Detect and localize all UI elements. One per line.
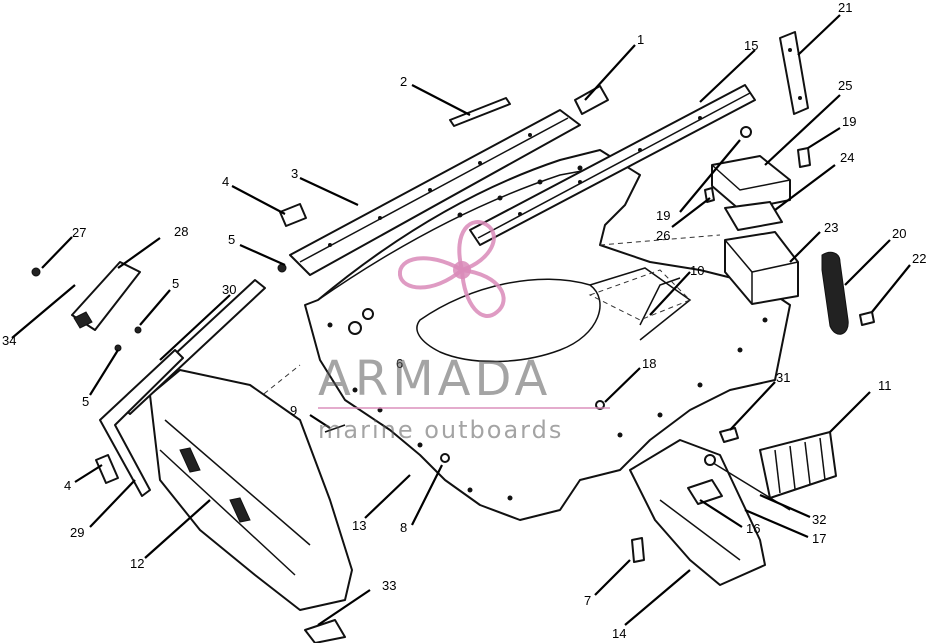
watermark: ARMADA marine outboards [318,220,610,444]
fastener-part-27 [31,267,41,277]
callout-13: 13 [352,518,366,533]
propeller-logo-icon [397,220,506,318]
screw-part-22 [859,311,875,326]
callout-6: 6 [396,356,403,371]
callout-8: 8 [400,520,407,535]
clip-part-26 [704,187,715,203]
callout-15: 15 [744,38,758,53]
callout-23: 23 [824,220,838,235]
hinge-part-21 [779,31,809,115]
callout-29: 29 [70,525,84,540]
callout-31: 31 [776,370,790,385]
handle-part-20 [821,251,849,335]
bolt-part-8 [440,453,450,463]
callout-2: 2 [400,74,407,89]
leader-lines [11,14,911,626]
hinge-plate-part-16 [687,479,723,505]
fastener-part-7 [631,537,645,563]
callout-5-lower: 5 [82,394,89,409]
bracket-part-28 [71,261,141,331]
callout-12: 12 [130,556,144,571]
callout-20: 20 [892,226,906,241]
clip-part-4-upper [279,203,307,227]
callout-18: 18 [642,356,656,371]
callout-4-lower: 4 [64,478,71,493]
callout-1: 1 [637,32,644,47]
callout-22: 22 [912,251,926,266]
watermark-brand: ARMADA [318,351,551,407]
callout-34: 34 [2,333,16,348]
callout-33: 33 [382,578,396,593]
bracket-part-10 [588,269,691,326]
callout-24: 24 [840,150,854,165]
fastener-part-19 [740,126,811,168]
pin-part-9 [324,424,346,433]
lower-cowl-part-12 [149,369,353,611]
callout-32: 32 [812,512,826,527]
upper-rail-part-3 [289,109,581,276]
callout-19-upper: 19 [842,114,856,129]
callout-27: 27 [72,225,86,240]
bracket-part-33 [304,619,346,643]
clip-part-31 [719,427,739,443]
callout-7: 7 [584,593,591,608]
callout-10: 10 [690,263,704,278]
lower-panel-part-14 [629,439,766,586]
hood-mounting-holes [327,165,768,501]
callout-19-lower: 19 [656,208,670,223]
callout-3: 3 [291,166,298,181]
callout-16: 16 [746,521,760,536]
callout-4-upper: 4 [222,174,229,189]
strip-part-2 [449,97,511,127]
latch-housing-part-25 [711,155,791,211]
watermark-tagline: marine outboards [318,416,563,444]
callout-30: 30 [222,282,236,297]
callout-5-upper: 5 [228,232,235,247]
hinge-part-1 [574,85,609,115]
bracket-part-29 [99,349,184,497]
washer-part-6 [348,308,374,335]
vent-grille-part-11 [759,431,837,499]
callout-25: 25 [838,78,852,93]
callout-5-middle: 5 [172,276,179,291]
right-rail-part-15 [469,84,756,246]
clip-part-4-lower [95,454,119,484]
screw-part-5 [114,263,287,352]
callout-26: 26 [656,228,670,243]
callout-9: 9 [290,403,297,418]
callout-28: 28 [174,224,188,239]
callout-17: 17 [812,531,826,546]
callout-21: 21 [838,0,852,15]
callout-14: 14 [612,626,626,641]
callout-11: 11 [878,378,892,393]
plate-part-24 [724,201,783,231]
box-part-23 [724,231,799,305]
